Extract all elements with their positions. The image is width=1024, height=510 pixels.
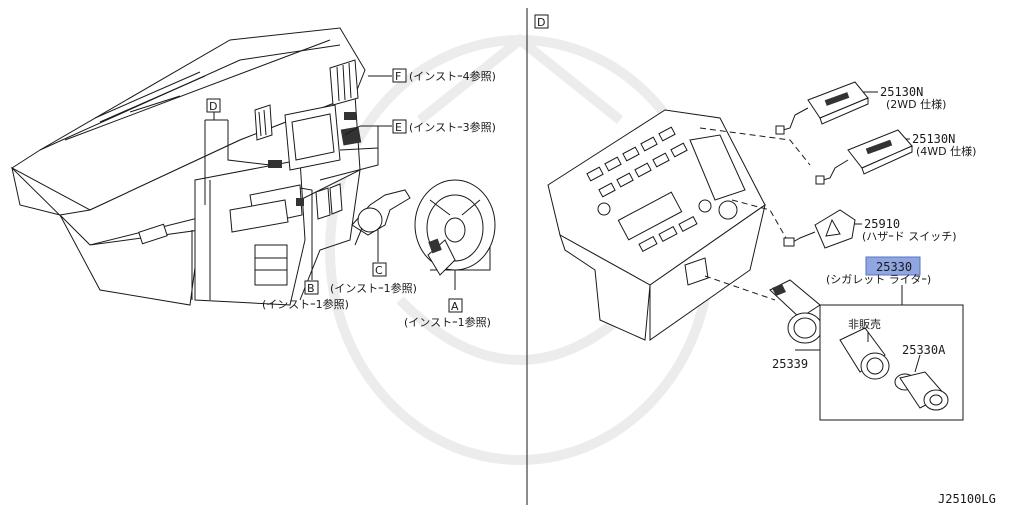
svg-text:(インストｰ1参照): (インストｰ1参照) [404,315,491,329]
svg-text:(インストｰ3参照): (インストｰ3参照) [409,120,496,134]
svg-text:25130N: 25130N [912,132,955,146]
cigarette-socket-25339 [769,279,823,344]
svg-text:25339: 25339 [772,357,808,371]
svg-text:F: F [395,70,401,83]
combination-switch [351,189,411,246]
svg-text:(インストｰ1参照): (インストｰ1参照) [330,281,417,295]
svg-text:B: B [307,282,315,295]
center-console [547,109,766,341]
lighter-socket [839,327,890,380]
hazard-switch [783,209,856,249]
callout-B: B (インストｰ1参照) [262,280,349,311]
svg-text:25130N: 25130N [880,85,923,99]
part-label-25130n-2wd: 25130N (2WD 仕様) [880,85,946,111]
part-label-25130n-4wd: 25130N (4WD 仕様) [912,132,976,158]
callout-D-right: D [534,14,549,29]
dashboard-illustration [11,27,366,306]
not-for-sale-label: 非販売 [848,318,881,331]
part-label-25330a: 25330A [902,343,946,357]
callout-E: E (インストｰ3参照) [392,119,496,134]
part-label-25910: 25910 (ハザｰド スイッチ) [862,217,957,243]
callout-A: A (インストｰ1参照) [404,298,491,329]
callout-C: C (インストｰ1参照) [330,262,417,295]
svg-text:(インストｰ4参照): (インストｰ4参照) [409,69,496,83]
lighter-plug-25330a [894,371,949,411]
svg-text:D: D [209,100,217,113]
svg-text:(2WD 仕様): (2WD 仕様) [886,97,946,111]
callout-F: F (インストｰ4参照) [392,68,496,83]
svg-text:E: E [395,121,402,134]
svg-text:25910: 25910 [864,217,900,231]
steering-wheel [414,179,496,276]
svg-text:(4WD 仕様): (4WD 仕様) [916,144,976,158]
svg-text:C: C [375,264,383,277]
svg-text:(ハザｰド スイッチ): (ハザｰド スイッチ) [862,230,957,243]
module-25130n-2wd [775,81,869,135]
svg-text:D: D [537,16,545,29]
svg-text:A: A [451,300,459,313]
svg-text:25330: 25330 [876,260,912,274]
diagram-code: J25100LG [938,492,996,506]
svg-text:(シガレット ライタｰ): (シガレット ライタｰ) [826,273,931,286]
svg-text:(インストｰ1参照): (インストｰ1参照) [262,297,349,311]
callout-D-left: D [206,98,221,113]
part-25330-highlight[interactable] [865,256,921,276]
module-25130n-4wd [815,129,913,185]
svg-text:25330A: 25330A [902,343,946,357]
part-label-25330: 25330 (シガレット ライタｰ) [826,256,931,286]
part-label-25339: 25339 [772,357,808,371]
